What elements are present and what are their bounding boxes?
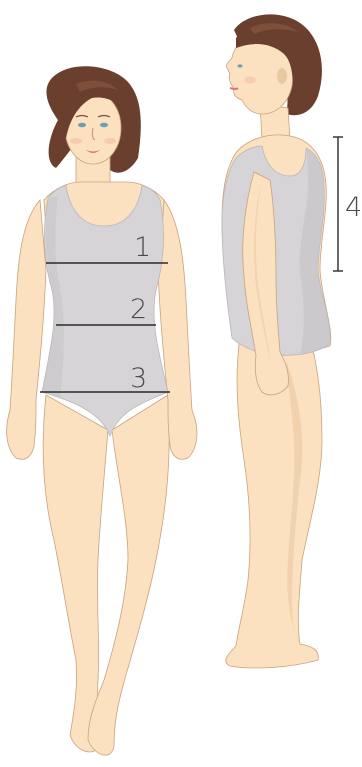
front-cheek-right bbox=[104, 138, 116, 144]
back-length-measurement: 4 bbox=[333, 137, 362, 271]
back-length-number: 4 bbox=[345, 192, 362, 223]
waist-number: 2 bbox=[130, 294, 147, 325]
side-cheek bbox=[244, 77, 256, 84]
front-left-eye bbox=[78, 123, 86, 128]
front-figure bbox=[7, 66, 197, 755]
side-eye bbox=[238, 64, 243, 67]
bust-number: 1 bbox=[134, 232, 151, 263]
side-figure bbox=[222, 14, 331, 668]
side-lips bbox=[230, 88, 238, 89]
front-cheek-left bbox=[70, 138, 82, 144]
front-right-eye bbox=[100, 123, 108, 128]
hips-number: 3 bbox=[130, 363, 147, 394]
front-left-arm bbox=[7, 200, 46, 459]
side-ear bbox=[277, 68, 287, 84]
